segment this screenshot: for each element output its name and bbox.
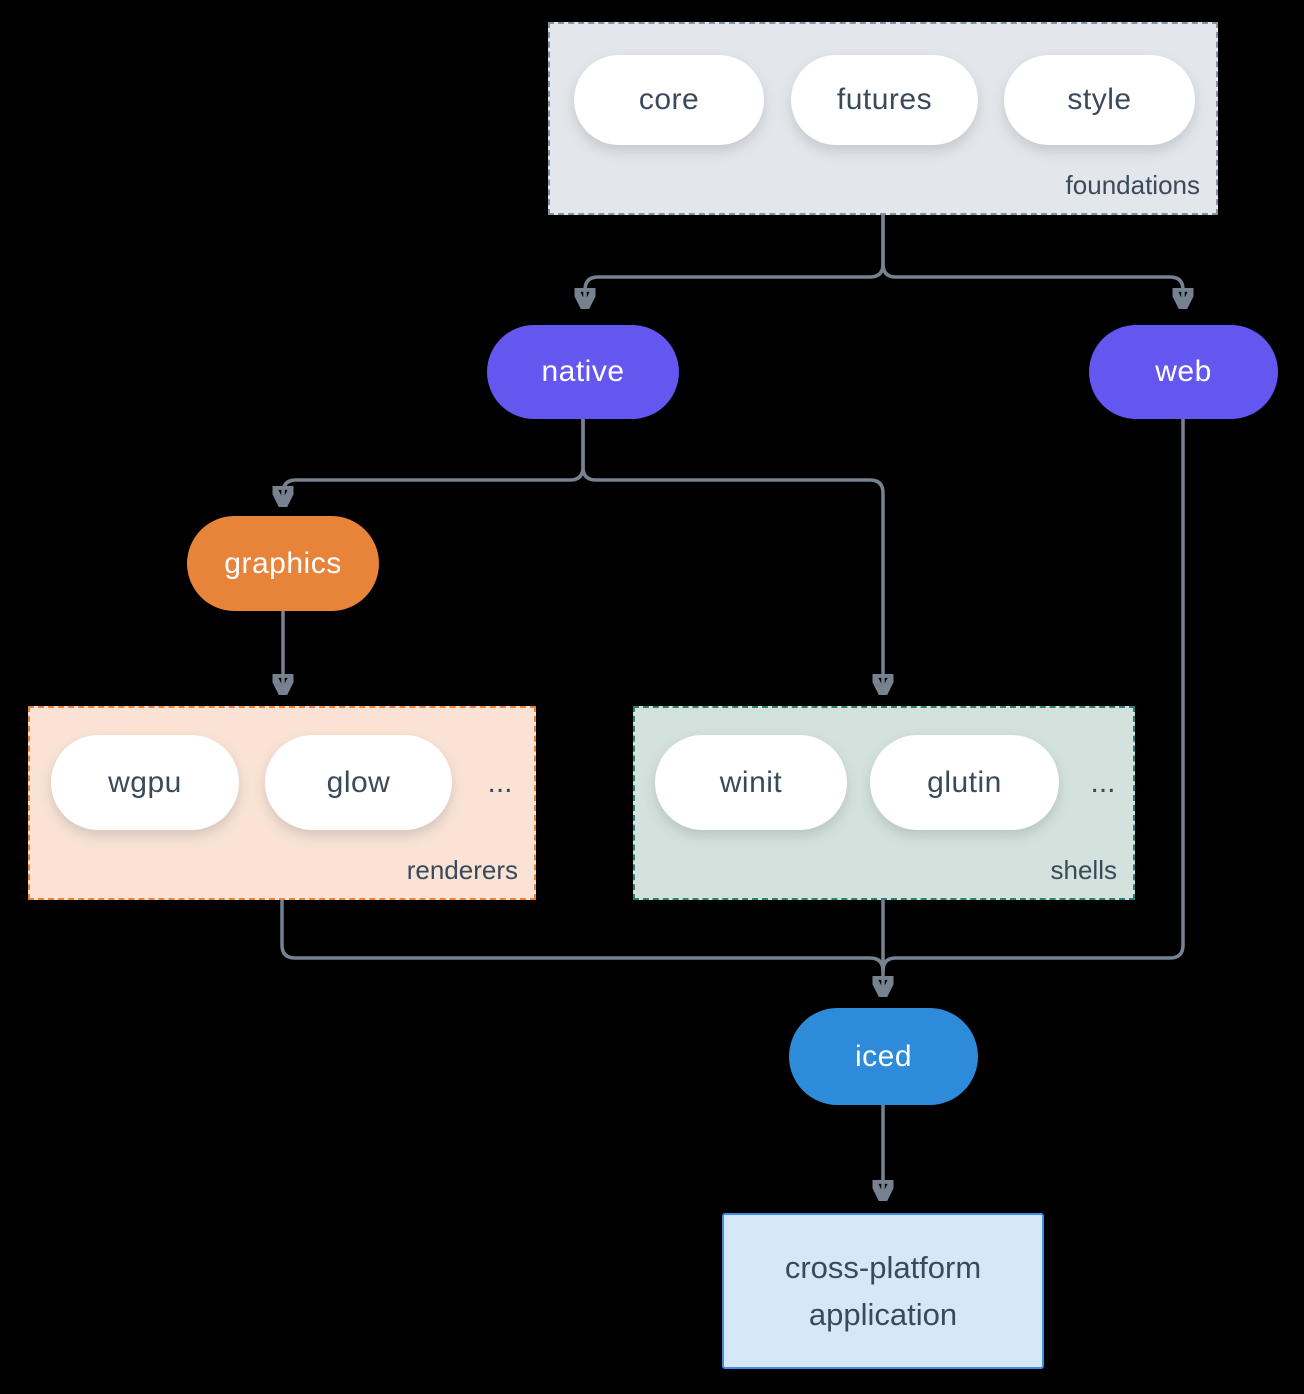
node-cross-platform-application: cross-platform application [722,1213,1044,1369]
edge-native-graphics [283,419,585,503]
node-glow: glow [265,735,452,830]
group-renderers: wgpu glow ... renderers [28,706,536,900]
group-foundations-label: foundations [1065,170,1200,200]
renderers-ellipsis: ... [487,765,513,799]
node-web: web [1089,325,1278,419]
node-native: native [487,325,679,419]
group-foundations: core futures style foundations [548,22,1218,215]
group-renderers-label: renderers [406,855,518,885]
group-shells-label: shells [1050,855,1117,885]
node-winit: winit [655,735,847,830]
node-style: style [1004,55,1195,145]
node-glutin: glutin [870,735,1059,830]
node-iced: iced [789,1008,978,1105]
edge-foundations-web [881,215,1183,305]
node-wgpu: wgpu [51,735,239,830]
edge-renderers-iced [280,900,885,972]
node-graphics: graphics [187,516,379,611]
edge-foundations-native [585,215,885,305]
node-futures: futures [791,55,978,145]
edge-native-shells [581,419,883,691]
application-label: cross-platform application [784,1250,982,1332]
group-shells: winit glutin ... shells [633,706,1135,900]
node-core: core [574,55,764,145]
shells-ellipsis: ... [1090,765,1116,799]
